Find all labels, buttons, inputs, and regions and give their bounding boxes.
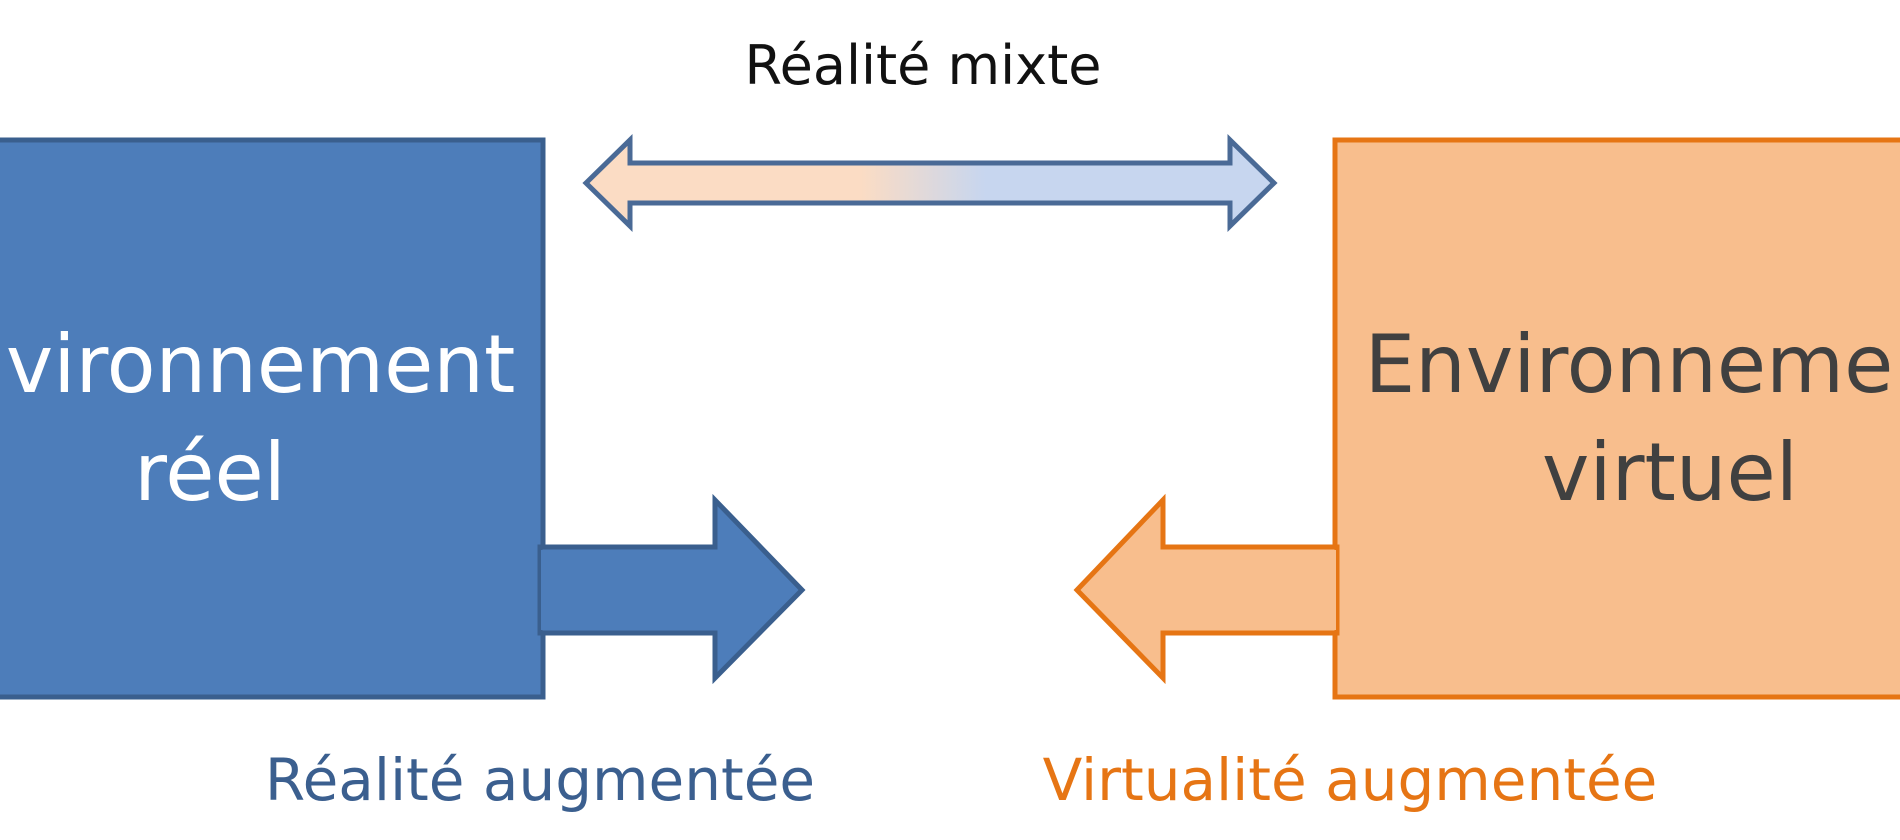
blue-arrow-joint	[541, 550, 547, 630]
virtual-environment-label-line2: virtuel	[1542, 426, 1798, 519]
virtual-environment-label-line1: Environnement	[1365, 318, 1900, 411]
mixed-reality-double-arrow	[582, 134, 1278, 232]
virtual-environment-box	[1332, 137, 1900, 700]
real-environment-label-line1: Environnement	[0, 318, 515, 411]
augmented-virtuality-arrow	[1073, 493, 1340, 685]
real-environment-box	[0, 137, 546, 700]
orange-arrow-joint	[1330, 550, 1336, 630]
augmented-virtuality-label: Virtualité augmentée	[1043, 746, 1658, 814]
real-environment-label-line2: réel	[134, 426, 286, 519]
mixed-reality-label: Réalité mixte	[745, 34, 1102, 97]
augmented-reality-arrow	[537, 493, 806, 685]
augmented-reality-label: Réalité augmentée	[265, 746, 815, 814]
